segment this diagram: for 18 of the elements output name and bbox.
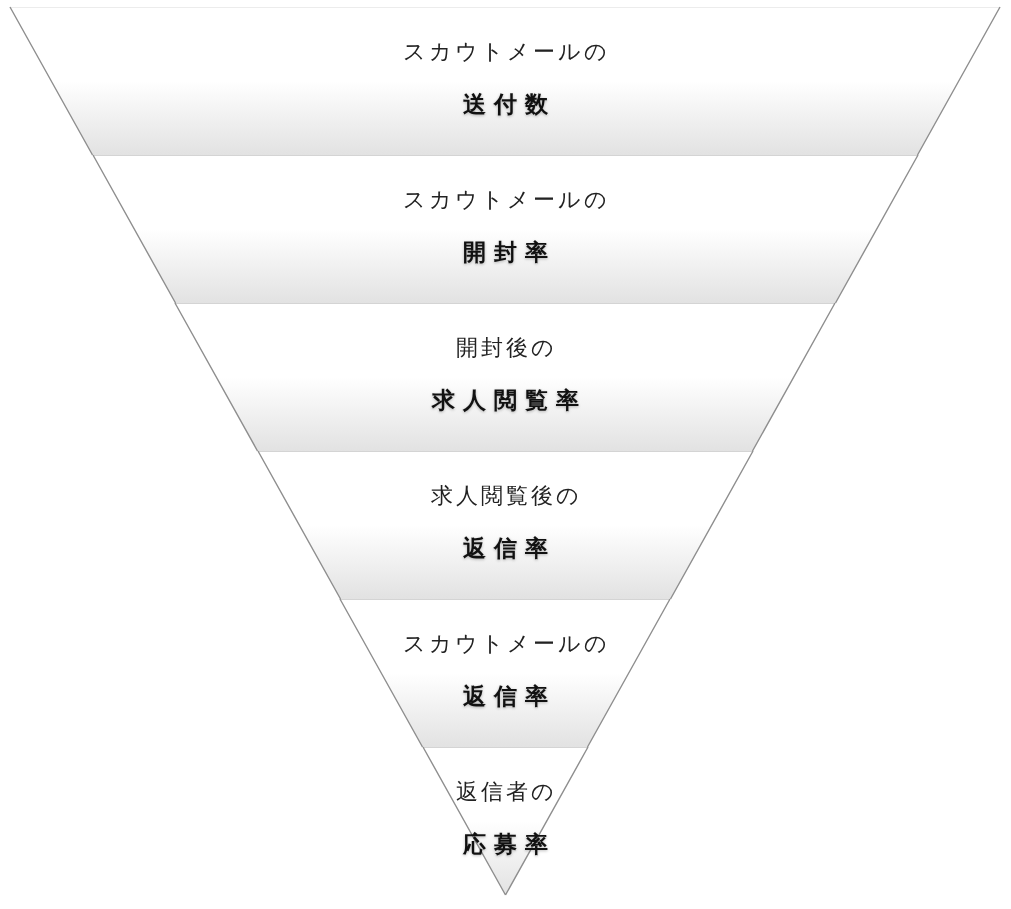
stage-title: 開封率	[462, 241, 556, 264]
stage-subtitle: 求人閲覧後の	[431, 485, 582, 507]
funnel-band	[257, 451, 753, 599]
stage-title: 求人閲覧率	[431, 389, 587, 412]
stage-subtitle: スカウトメールの	[403, 189, 610, 211]
funnel-band	[92, 155, 918, 303]
stage-title: 返信率	[462, 537, 556, 560]
stage-title: 返信率	[462, 685, 556, 708]
stage-title: 送付数	[462, 93, 556, 116]
stage-subtitle: 開封後の	[456, 337, 557, 359]
funnel-band	[175, 303, 835, 451]
stage-title: 応募率	[462, 833, 556, 856]
stage-subtitle: スカウトメールの	[403, 633, 610, 655]
funnel-band	[422, 747, 588, 895]
funnel-band	[10, 7, 1000, 155]
stage-subtitle: スカウトメールの	[403, 41, 610, 63]
funnel-band	[340, 599, 670, 747]
stage-subtitle: 返信者の	[456, 781, 557, 803]
